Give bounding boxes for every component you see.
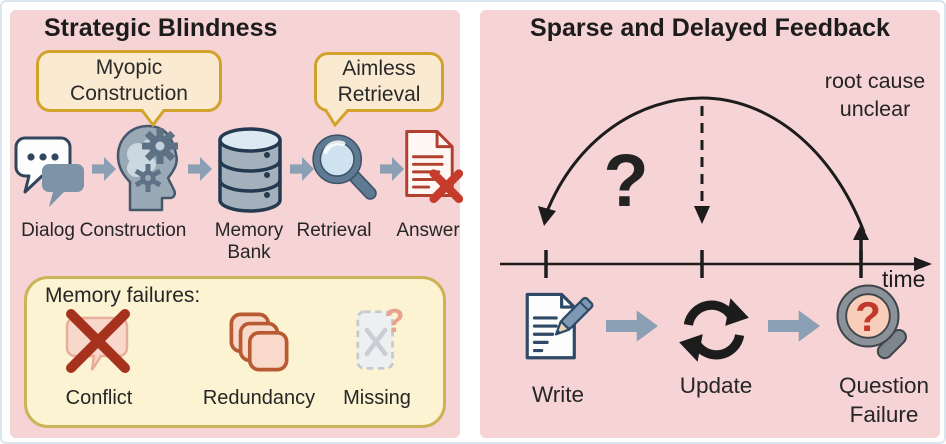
document-error-icon (405, 130, 464, 204)
failure-question-mark: ? (855, 293, 881, 340)
head-gears-icon (116, 124, 178, 212)
flow-arrow-icon (92, 157, 116, 181)
failure-label-conflict: Conflict (65, 387, 133, 409)
aimless-retrieval-label: Aimless Retrieval (337, 57, 421, 106)
right-panel-title: Sparse and Delayed Feedback (530, 14, 890, 42)
left-panel-title: Strategic Blindness (44, 14, 278, 42)
cycle-arrows-icon (679, 298, 749, 362)
uncertainty-question-mark: ? (603, 139, 648, 222)
stage-label-retrieval: Retrieval (296, 220, 372, 241)
stage-label-memory-bank: Memory Bank (214, 220, 284, 263)
bubble-tail-icon (323, 109, 351, 127)
memory-failures-box: Memory failures: Conflict Redundancy ? (24, 276, 446, 428)
stage-label-construction: Construction (79, 220, 187, 241)
aimless-retrieval-bubble: Aimless Retrieval (314, 52, 444, 112)
stage-label-update: Update (679, 373, 753, 398)
failure-label-redundancy: Redundancy (202, 387, 316, 409)
time-axis-label: time (882, 266, 925, 292)
stage-label-answer: Answer (396, 220, 460, 241)
stage-label-question-failure: Question Failure (838, 373, 930, 427)
dashed-card-icon: ? (356, 302, 404, 370)
failure-label-missing: Missing (343, 387, 411, 409)
dashed-arrowhead-icon (694, 206, 710, 224)
bubble-tail-icon (139, 109, 167, 127)
sparse-delayed-feedback-panel: Sparse and Delayed Feedback root cause u… (480, 10, 940, 438)
strategic-blindness-panel: Strategic Blindness Myopic Construction … (10, 10, 464, 438)
flow-arrow-icon (290, 157, 314, 181)
flow-arrow-icon (768, 310, 820, 342)
feedback-timeline-diagram: ? time (500, 96, 932, 292)
database-icon (218, 127, 282, 213)
root-cause-annotation: root cause unclear (824, 69, 926, 121)
magnifier-icon (312, 134, 377, 200)
missing-question-mark: ? (384, 302, 404, 339)
memory-failures-title: Memory failures: (45, 284, 201, 307)
up-arrowhead-icon (853, 224, 869, 240)
flow-arrow-icon (606, 310, 658, 342)
crossed-bubble-icon (65, 309, 130, 373)
myopic-construction-bubble: Myopic Construction (36, 50, 222, 112)
stacked-cards-icon (229, 312, 289, 372)
timeline-arrowhead-icon (914, 257, 932, 271)
arc-arrowhead-icon (538, 206, 556, 226)
stage-label-write: Write (531, 382, 585, 407)
flow-arrow-icon (188, 157, 212, 181)
myopic-construction-label: Myopic Construction (70, 56, 188, 105)
write-document-icon (525, 292, 594, 360)
flow-arrow-icon (380, 157, 404, 181)
stage-label-dialog: Dialog (21, 220, 75, 241)
magnifier-question-icon: ? (836, 284, 907, 360)
chat-bubbles-icon (14, 136, 84, 207)
